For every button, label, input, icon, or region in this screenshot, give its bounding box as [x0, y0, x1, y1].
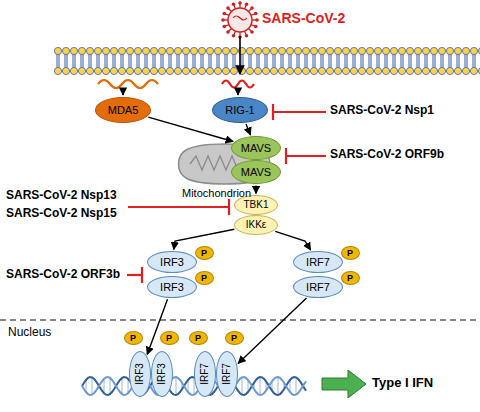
activation-arrow — [148, 117, 233, 141]
activation-arrow — [275, 231, 310, 250]
adaptor-oval: MAVS — [231, 136, 281, 160]
protein-name: IRF7 — [306, 282, 330, 293]
protein-name: IRF3 — [160, 282, 184, 293]
protein-name: IRF7 — [222, 363, 232, 385]
sensor-oval: MDA5 — [95, 97, 151, 123]
sensing-arrow — [122, 88, 123, 95]
irf-oval: IRF7 — [216, 351, 238, 397]
inhibitor-label: SARS-CoV-2 Nsp13 — [6, 189, 117, 203]
inhibitor-label: SARS-CoV-2 ORF3b — [6, 268, 120, 282]
phospho-label: P — [201, 274, 207, 283]
virus-particle — [221, 1, 259, 39]
entry-arrow — [239, 36, 241, 74]
activation-arrow — [147, 299, 167, 354]
protein-name: IRF7 — [200, 363, 210, 385]
irf-oval: IRF7 — [293, 276, 343, 298]
inhibitor-label: SARS-CoV-2 Nsp15 — [6, 207, 117, 221]
inhibitor-label: SARS-CoV-2 ORF9b — [330, 148, 444, 162]
cell-membrane — [54, 47, 480, 74]
protein-name: IRF7 — [306, 257, 330, 268]
phospho-dot: P — [124, 331, 143, 345]
phospho-label: P — [347, 274, 353, 283]
activation-arrow — [246, 124, 251, 135]
viral-rna — [222, 81, 254, 88]
protein-name: MAVS — [241, 167, 271, 178]
phospho-dot: P — [341, 271, 360, 285]
phospho-dot: P — [189, 331, 208, 345]
irf-oval: IRF7 — [293, 251, 343, 273]
irf-oval: IRF3 — [147, 276, 197, 298]
phospho-label: P — [166, 334, 172, 343]
protein-name: IRF3 — [135, 363, 145, 385]
product-label: Type I IFN — [372, 376, 433, 391]
protein-name: IRF3 — [160, 257, 184, 268]
phospho-dot: P — [341, 246, 360, 260]
organelle-label: Mitochondrion — [182, 187, 251, 200]
nuclear-envelope — [0, 319, 480, 321]
irf-oval: IRF3 — [151, 351, 173, 397]
kinase-oval: IKKε — [234, 215, 278, 235]
phospho-dot: P — [195, 271, 214, 285]
phospho-dot: P — [160, 331, 179, 345]
phospho-label: P — [201, 249, 207, 258]
irf-oval: IRF3 — [147, 251, 197, 273]
sensor-oval: RIG-1 — [212, 97, 268, 123]
irf-oval: IRF7 — [194, 351, 216, 397]
protein-name: IKKε — [246, 220, 267, 230]
phospho-label: P — [195, 334, 201, 343]
compartment-label: Nucleus — [8, 326, 51, 340]
protein-name: RIG-1 — [225, 105, 254, 116]
irf-oval: IRF3 — [129, 351, 151, 397]
adaptor-oval: MAVS — [231, 160, 281, 184]
transcription-arrow — [322, 370, 366, 398]
phospho-dot: P — [225, 331, 244, 345]
activation-arrow — [255, 186, 256, 194]
phospho-label: P — [231, 334, 237, 343]
sensing-arrow — [237, 88, 238, 95]
protein-name: MDA5 — [108, 105, 139, 116]
phospho-label: P — [130, 334, 136, 343]
protein-name: MAVS — [241, 143, 271, 154]
phospho-label: P — [347, 249, 353, 258]
protein-name: IRF3 — [157, 363, 167, 385]
phospho-dot: P — [195, 246, 214, 260]
protein-name: TBK1 — [243, 200, 268, 210]
virus-label: SARS-CoV-2 — [262, 10, 345, 26]
viral-rna — [98, 80, 158, 88]
activation-arrow — [238, 298, 306, 363]
inhibitor-label: SARS-CoV-2 Nsp1 — [330, 104, 434, 118]
